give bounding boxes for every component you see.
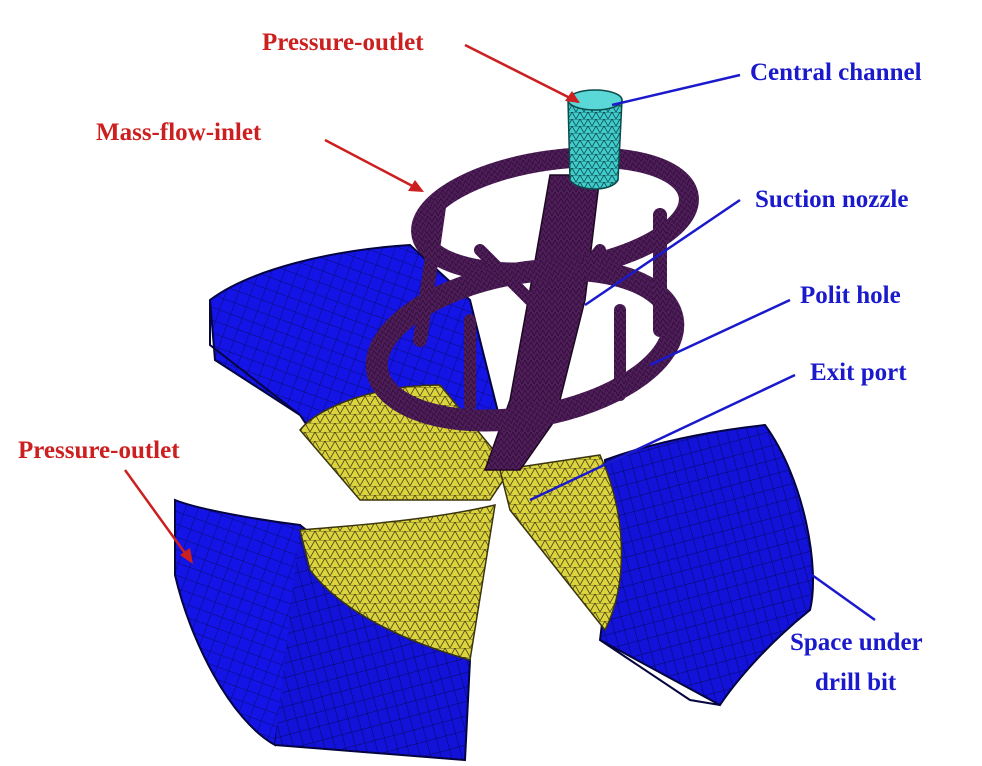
label-space-under-line2: drill bit [815,669,897,696]
frame-ring [365,147,699,432]
arrow-pressure-outlet-top [464,43,579,104]
label-central-channel: Central channel [750,59,922,86]
arrow-pressure-outlet-left [123,469,192,561]
label-exit-port: Exit port [810,359,907,386]
outer-sector-right [598,423,814,707]
label-mass-flow-inlet: Mass-flow-inlet [96,119,262,146]
inner-mesh-right [499,454,623,632]
label-polit-hole: Polit hole [800,282,901,309]
label-pressure-outlet-top: Pressure-outlet [262,29,424,56]
line-central-channel [611,73,741,107]
label-pressure-outlet-left: Pressure-outlet [18,437,180,464]
arrow-mass-flow-inlet [324,138,421,192]
arrowhead-mass-flow-inlet [408,180,424,192]
line-polit-hole [649,298,791,367]
arrowhead-pressure-outlet-top [565,91,580,103]
line-suction-nozzle [584,198,741,307]
line-space-under [811,573,876,622]
line-exit-port [529,373,796,502]
label-suction-nozzle: Suction nozzle [755,186,908,213]
central-channel-mesh [567,89,623,190]
nozzle-body [483,174,601,471]
inner-mesh-front [299,504,496,661]
label-space-under-line1: Space under [790,629,923,656]
arrowhead-pressure-outlet-left [180,548,193,564]
annotation-arrows [123,43,876,622]
labels: Pressure-outlet Mass-flow-inlet Pressure… [18,29,923,696]
